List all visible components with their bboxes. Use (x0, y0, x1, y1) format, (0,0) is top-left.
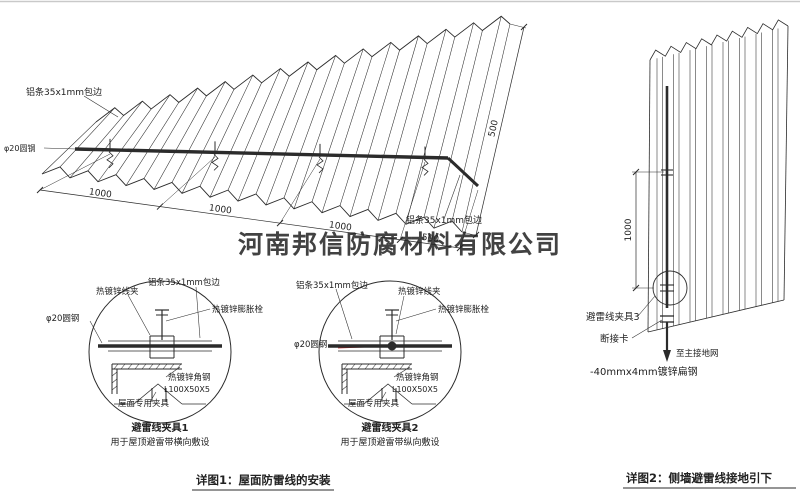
d2-expansion-bolt-label: 热镀锌膨胀栓 (438, 304, 490, 315)
roof-strip-label-right: 铝条35x1mm包边 (406, 214, 482, 226)
d1-round-steel-label: φ20圆钢 (46, 313, 79, 324)
company-watermark: 河南邦信防腐材料有限公司 (238, 230, 562, 259)
side-wall-detail-drawing (632, 19, 789, 362)
wall-flat-steel-label: -40mmx4mm镀锌扁钢 (590, 365, 698, 378)
roof-round-steel-label: φ20圆钢 (4, 143, 35, 153)
d1-subtitle: 用于屋顶避雷带横向敷设 (110, 436, 209, 448)
d1-strip-label: 铝条35x1mm包边 (148, 277, 220, 288)
clamp-detail-2-drawing (318, 280, 462, 424)
dim-500-bottom: 500 (421, 233, 440, 245)
wall-disconnect-label: 断接卡 (600, 333, 629, 345)
d1-wire-clip-label: 热镀锌线夹 (96, 286, 139, 297)
d1-angle-steel-label: 热镀锌角钢 (168, 372, 211, 383)
d2-roof-clamp-label: 屋面专用夹具 (348, 398, 400, 409)
wall-dim-1000: 1000 (624, 218, 634, 241)
d1-expansion-bolt-label: 热镀锌膨胀栓 (212, 304, 264, 315)
caption-detail-1: 详图1：屋面防雷线的安装 (196, 473, 331, 487)
d2-angle-spec-label: L100X50X5 (392, 385, 438, 394)
wall-to-ground-label: 至主接地网 (676, 348, 719, 359)
d1-angle-spec-label: L100X50X5 (164, 385, 210, 394)
dim-1000-a: 1000 (88, 187, 112, 200)
d2-strip-label: 铝条35x1mm包边 (296, 280, 368, 291)
d2-angle-steel-label: 热镀锌角钢 (396, 372, 439, 383)
d1-title: 避雷线夹具1 (131, 421, 189, 434)
wall-clamp3-label: 避雷线夹具3 (586, 311, 640, 323)
caption-detail-2: 详图2：侧墙避雷线接地引下 (626, 471, 773, 485)
dim-1000-c: 1000 (328, 220, 352, 233)
d2-subtitle: 用于屋顶避雷带纵向敷设 (340, 436, 439, 448)
roof-isometric-view (41, 15, 511, 233)
dim-1000-b: 1000 (208, 203, 232, 216)
roof-dimensions (36, 23, 528, 252)
clamp-detail-1-drawing (88, 280, 232, 424)
dim-500-right: 500 (487, 119, 501, 138)
d2-round-steel-label: φ20圆钢 (294, 339, 327, 350)
d2-title: 避雷线夹具2 (361, 421, 419, 434)
d1-roof-clamp-label: 屋面专用夹具 (118, 398, 170, 409)
caption-underlines (192, 487, 796, 491)
d2-wire-clip-label: 热镀锌线夹 (398, 286, 441, 297)
roof-strip-label-top: 铝条35x1mm包边 (26, 86, 102, 98)
